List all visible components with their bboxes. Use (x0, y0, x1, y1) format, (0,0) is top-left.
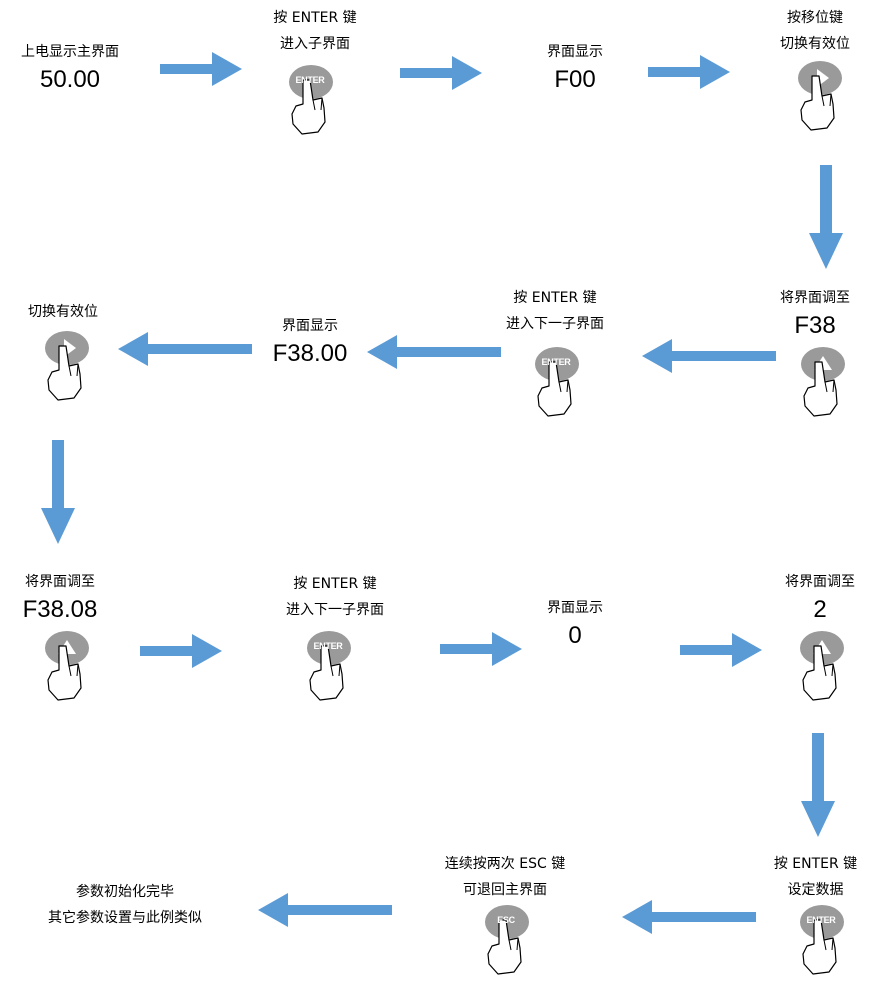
arrow-down-2 (41, 440, 75, 544)
arrow-down-3 (801, 733, 835, 837)
display-value: 0 (568, 622, 582, 649)
step-power-on: 上电显示主界面 50.00 (0, 44, 140, 94)
arrow-left-2 (367, 335, 501, 369)
step-label: 连续按两次 ESC 键 (444, 856, 566, 872)
enter-key-label: ENTER (313, 641, 343, 651)
step-display-f3800: 界面显示 F38.00 (250, 318, 370, 368)
step-label: 参数初始化完毕 (76, 884, 174, 900)
step-label: 界面显示 (547, 600, 603, 616)
step-label: 切换有效位 (28, 304, 98, 320)
step-label-2: 其它参数设置与此例类似 (48, 910, 202, 926)
step-enter-next-2: 按 ENTER 键 进入下一子界面 (265, 576, 405, 618)
display-value: F38.08 (22, 596, 98, 623)
step-label: 按 ENTER 键 (513, 290, 597, 306)
esc-key-label: ESC (497, 915, 515, 925)
esc-key-button[interactable]: ESC (484, 904, 536, 984)
arrow-right-1 (160, 52, 242, 86)
step-label-2: 可退回主界面 (463, 882, 547, 898)
enter-key-button[interactable]: ENTER (534, 346, 586, 426)
display-value: 50.00 (39, 66, 101, 93)
arrow-left-5 (258, 893, 392, 927)
step-label: 按 ENTER 键 (273, 10, 357, 26)
step-enter-submenu: 按 ENTER 键 进入子界面 (255, 10, 375, 52)
step-label: 界面显示 (547, 44, 603, 60)
display-value: 2 (813, 596, 827, 623)
arrow-left-4 (622, 900, 756, 934)
arrow-right-4 (140, 634, 222, 668)
arrow-left-3 (118, 332, 252, 366)
shift-key-button[interactable] (797, 60, 849, 140)
step-label-2: 切换有效位 (780, 36, 850, 52)
step-label: 将界面调至 (785, 574, 855, 590)
up-key-button[interactable] (44, 630, 96, 710)
step-finish: 参数初始化完毕 其它参数设置与此例类似 (10, 884, 240, 926)
step-set-f38: 将界面调至 F38 (760, 290, 870, 340)
step-label-2: 设定数据 (787, 882, 844, 898)
step-label-2: 进入下一子界面 (286, 602, 384, 618)
step-label: 将界面调至 (780, 290, 850, 306)
arrow-down-1 (809, 165, 843, 269)
step-label: 界面显示 (282, 318, 338, 334)
arrow-right-2 (400, 56, 482, 90)
enter-key-button[interactable]: ENTER (799, 904, 851, 984)
step-enter-next: 按 ENTER 键 进入下一子界面 (485, 290, 625, 332)
step-display-f00: 界面显示 F00 (520, 44, 630, 94)
step-label: 按移位键 (787, 10, 843, 26)
arrow-right-3 (648, 55, 730, 89)
enter-key-label: ENTER (541, 357, 571, 367)
step-label-2: 进入下一子界面 (506, 316, 604, 332)
step-set-data: 按 ENTER 键 设定数据 (758, 856, 873, 898)
display-value: F38 (794, 312, 836, 339)
up-key-button[interactable] (800, 346, 852, 426)
step-display-0: 界面显示 0 (520, 600, 630, 650)
step-set-2: 将界面调至 2 (765, 574, 873, 624)
arrow-right-5 (440, 632, 522, 666)
step-label-2: 进入子界面 (280, 36, 350, 52)
step-shift-key: 按移位键 切换有效位 (760, 10, 870, 52)
enter-key-button[interactable]: ENTER (288, 64, 340, 144)
step-label: 按 ENTER 键 (773, 856, 858, 872)
enter-key-label: ENTER (806, 915, 836, 925)
step-esc-return: 连续按两次 ESC 键 可退回主界面 (420, 856, 590, 898)
enter-key-button[interactable]: ENTER (306, 630, 358, 710)
arrow-right-6 (680, 633, 762, 667)
step-shift-digit: 切换有效位 (8, 304, 118, 320)
shift-key-button[interactable] (44, 330, 96, 410)
display-value: F38.00 (272, 340, 348, 367)
up-key-button[interactable] (799, 630, 851, 710)
arrow-left-1 (642, 339, 776, 373)
display-value: F00 (554, 66, 596, 93)
step-label: 将界面调至 (25, 574, 95, 590)
enter-key-label: ENTER (295, 75, 325, 85)
step-label: 按 ENTER 键 (293, 576, 377, 592)
step-set-f3808: 将界面调至 F38.08 (5, 574, 115, 624)
step-label: 上电显示主界面 (21, 44, 119, 60)
